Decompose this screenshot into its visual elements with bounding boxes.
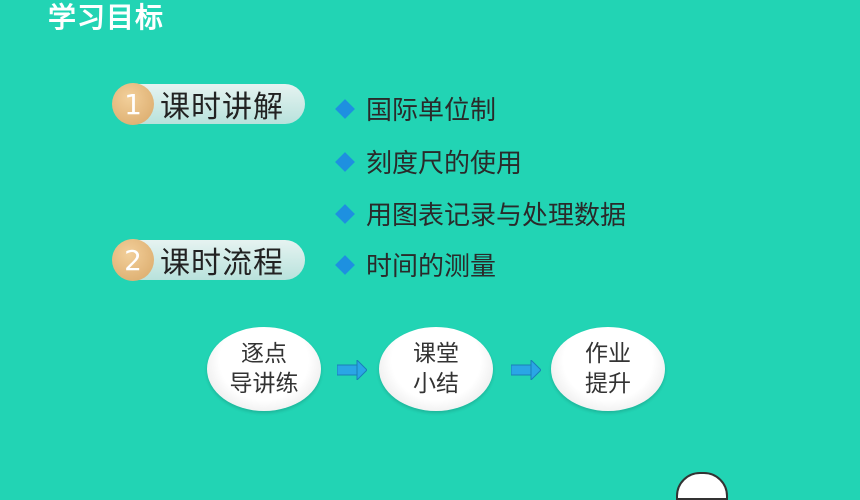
bullet-item: 刻度尺的使用 bbox=[334, 143, 522, 180]
page-title: 学习目标 bbox=[48, 1, 165, 34]
section-label: 课时讲解 bbox=[160, 90, 284, 125]
flow-step-line: 逐点 bbox=[241, 341, 287, 367]
bullet-text: 时间的测量 bbox=[366, 252, 497, 282]
arrow-right-icon bbox=[337, 360, 367, 380]
section-label: 课时流程 bbox=[160, 246, 284, 281]
flow-step-line: 提升 bbox=[585, 371, 631, 397]
flow-step-line: 小结 bbox=[413, 371, 459, 397]
bullet-item: 用图表记录与处理数据 bbox=[334, 195, 626, 232]
bullet-text: 刻度尺的使用 bbox=[366, 149, 523, 179]
bullet-item: 时间的测量 bbox=[334, 246, 496, 283]
flow-step-line: 课堂 bbox=[413, 341, 459, 367]
diamond-bullet-icon bbox=[335, 151, 355, 172]
section-number-badge: 2 bbox=[112, 239, 154, 281]
section-number-badge: 1 bbox=[112, 83, 154, 125]
section-pill-process: 2 课时流程 bbox=[112, 239, 305, 281]
bullet-text: 国际单位制 bbox=[366, 96, 497, 126]
flow-step-line: 导讲练 bbox=[229, 371, 299, 397]
diamond-bullet-icon bbox=[335, 203, 355, 224]
flow-step-homework[interactable]: 作业提升 bbox=[551, 327, 665, 411]
diamond-bullet-icon bbox=[335, 254, 355, 275]
flow-step-summary[interactable]: 课堂小结 bbox=[379, 327, 493, 411]
flow-step-explain[interactable]: 逐点导讲练 bbox=[207, 327, 321, 411]
section-pill-lecture: 1 课时讲解 bbox=[112, 83, 305, 125]
bullet-item: 国际单位制 bbox=[334, 90, 496, 127]
cartoon-decoration-icon bbox=[676, 472, 728, 500]
flow-step-line: 作业 bbox=[585, 341, 631, 367]
diamond-bullet-icon bbox=[335, 98, 355, 119]
bullet-text: 用图表记录与处理数据 bbox=[366, 201, 627, 231]
arrow-right-icon bbox=[511, 360, 541, 380]
